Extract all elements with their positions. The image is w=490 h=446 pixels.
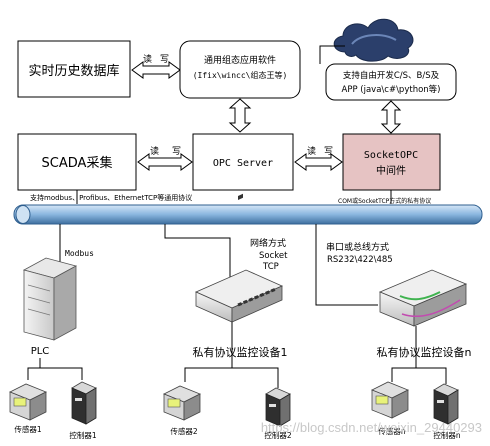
custom-dev-line2: APP (java\c#\python等) xyxy=(342,84,441,95)
controller-2-label: 控制器2 xyxy=(264,430,291,440)
network-branch-line xyxy=(164,224,231,282)
network-label-line3: TCP xyxy=(262,262,279,272)
opc-server-label: OPC Server xyxy=(213,158,273,169)
scada-label: SCADA采集 xyxy=(42,155,113,171)
bus-right-label: COM或SocketTCP方式的私有协议 xyxy=(338,197,431,205)
sensor-2-label: 传感器2 xyxy=(170,426,197,436)
serial-label-line2: RS232\422\485 xyxy=(327,255,393,265)
write-label-2: 写 xyxy=(172,146,181,157)
monitor1-link-controller2 xyxy=(232,367,279,388)
bus-left-label: 支持modbus、Profibus、EthernetTCP等通用协议 xyxy=(30,193,192,202)
network-label-line1: 网络方式 xyxy=(250,237,286,249)
custom-dev-box: 支持自由开发C/S、B/S及 APP (java\c#\python等) xyxy=(325,63,457,101)
write-label: 写 xyxy=(160,54,169,65)
read-label: 读 xyxy=(143,53,152,65)
monitor-device-1-icon xyxy=(195,193,283,323)
sensor-1-label: 传感器1 xyxy=(14,424,41,434)
scada-box: SCADA采集 xyxy=(17,133,137,191)
arrow-scada-opc: 读 写 xyxy=(137,145,193,171)
monitor-device-n-label: 私有协议监控设备n xyxy=(377,345,472,359)
socketopc-subtitle: 中间件 xyxy=(376,164,406,177)
socketopc-box: SocketOPC 中间件 xyxy=(342,133,441,191)
sensor-n-label: 传感器n xyxy=(378,426,405,436)
realtime-db-box: 实时历史数据库 xyxy=(17,40,131,98)
serial-branch-line xyxy=(315,224,378,306)
custom-dev-line1: 支持自由开发C/S、B/S及 xyxy=(343,70,440,81)
controller-1-icon xyxy=(71,381,97,425)
cloud-icon xyxy=(333,18,414,62)
arrow-opc-socketopc: 读 写 xyxy=(294,145,343,171)
sensor-n-icon xyxy=(371,381,409,419)
config-software-box: 通用组态应用软件 (Ifix\wincc\组态王等) xyxy=(179,40,301,99)
controller-n-label: 控制器n xyxy=(433,430,460,440)
config-software-title: 通用组态应用软件 xyxy=(204,54,276,66)
watermark-text: https://blog.csdn.net/weixin_29440293 xyxy=(261,420,482,435)
monitor-device-1-label: 私有协议监控设备1 xyxy=(193,345,288,359)
controller-1-label: 控制器1 xyxy=(69,430,96,440)
cloud-connector xyxy=(319,45,345,64)
config-software-examples: (Ifix\wincc\组态王等) xyxy=(193,70,288,80)
sensor-1-icon xyxy=(9,383,47,421)
plc-server-icon xyxy=(22,257,78,341)
arrow-custom-socketopc xyxy=(380,100,402,134)
arrow-config-opc xyxy=(228,98,252,133)
monitor1-link-sensor2 xyxy=(184,322,233,382)
monitor-device-n-icon xyxy=(378,269,468,327)
write-label-3: 写 xyxy=(324,146,333,157)
realtime-db-label: 实时历史数据库 xyxy=(28,63,119,79)
controller-2-icon xyxy=(265,387,291,427)
arrow-db-config: 读 写 xyxy=(131,53,181,79)
read-label-3: 读 xyxy=(307,145,316,157)
sensor-2-icon xyxy=(163,385,201,421)
plc-link-controller1 xyxy=(40,367,83,380)
opc-server-box: OPC Server xyxy=(192,133,294,191)
network-label-line2: Socket xyxy=(259,251,288,261)
monitorn-link-sensorn xyxy=(391,326,417,382)
plc-link-sensor1 xyxy=(27,358,41,380)
modbus-label: Modbus xyxy=(65,249,94,258)
communication-bus xyxy=(13,204,483,225)
read-label-2: 读 xyxy=(150,145,159,157)
controller-n-icon xyxy=(433,383,459,425)
socketopc-title: SocketOPC xyxy=(364,150,418,161)
monitorn-link-controllern xyxy=(416,367,447,384)
serial-label-line1: 串口或总线方式 xyxy=(326,241,389,253)
plc-label: PLC xyxy=(31,346,50,357)
